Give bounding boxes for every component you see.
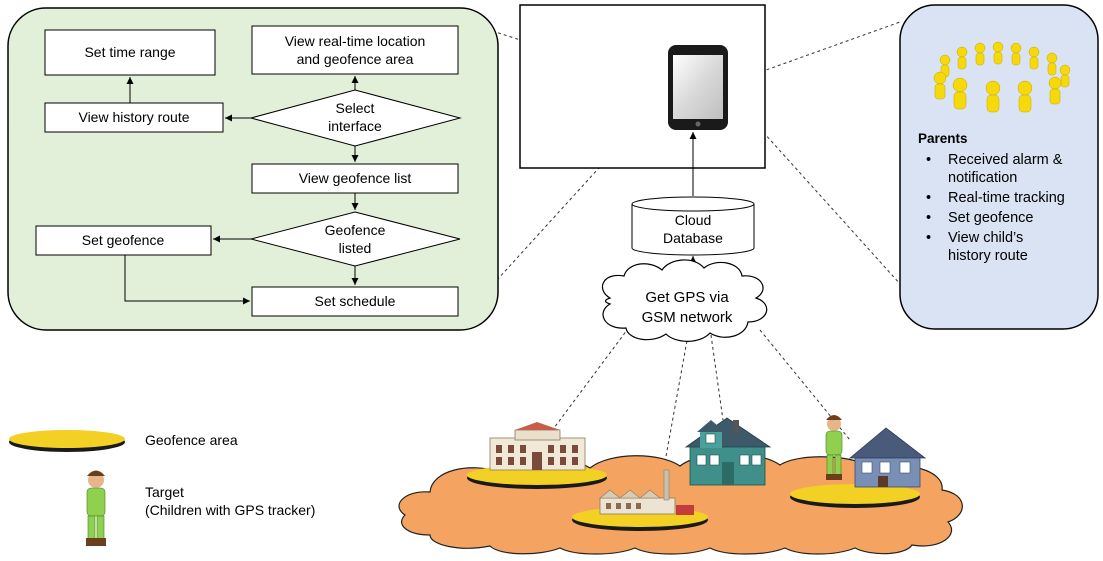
blue-house-icon bbox=[848, 427, 927, 488]
bullet-dot: • bbox=[926, 190, 932, 206]
arrow-geofence-to-schedule bbox=[124, 255, 250, 305]
select-interface-label-1: Select bbox=[336, 100, 375, 116]
set-time-range-box bbox=[44, 29, 216, 76]
view-geofence-list-label: View geofence list bbox=[299, 170, 412, 186]
set-geofence-box bbox=[35, 225, 212, 256]
parents-bullet-text: View child’s bbox=[948, 230, 1024, 246]
parents-bullet-text: Received alarm & bbox=[948, 152, 1063, 168]
gps-cloud-label-2: GSM network bbox=[642, 309, 733, 326]
parents-bullet-text: Real-time tracking bbox=[948, 190, 1065, 206]
parents-bullet-text: notification bbox=[948, 170, 1018, 186]
teal-house-icon bbox=[684, 417, 772, 486]
cloud-database: Cloud Database bbox=[631, 196, 755, 256]
set-schedule-label: Set schedule bbox=[315, 293, 396, 309]
gps-cloud: Get GPS via GSM network bbox=[601, 259, 768, 342]
legend-geofence-disk-icon bbox=[9, 430, 125, 448]
geofence-disk bbox=[790, 484, 920, 504]
set-schedule-box bbox=[251, 286, 459, 317]
database-cylinder-top bbox=[631, 196, 755, 212]
bullet-dot: • bbox=[926, 152, 932, 168]
view-realtime-label-1: View real-time location bbox=[285, 33, 426, 49]
parents-title: Parents bbox=[918, 131, 968, 146]
child-on-map-icon bbox=[825, 415, 843, 480]
parents-panel-bg bbox=[899, 4, 1099, 330]
flowchart-panel: Set time range View real-time location a… bbox=[7, 7, 499, 331]
phone-display-box bbox=[519, 4, 766, 169]
set-geofence-label: Set geofence bbox=[82, 232, 165, 248]
smartphone-icon bbox=[668, 45, 728, 130]
factory-geofence bbox=[572, 469, 708, 531]
flowchart-arrows bbox=[124, 76, 359, 305]
bullet-dot: • bbox=[926, 210, 932, 226]
legend-target-label-2: (Children with GPS tracker) bbox=[145, 502, 315, 518]
parents-panel: Parents bbox=[899, 4, 1099, 330]
parents-bullet-text: history route bbox=[948, 248, 1028, 264]
school-building-icon bbox=[489, 422, 586, 471]
legend-child-icon bbox=[86, 470, 106, 546]
people-group-icon bbox=[933, 41, 1071, 113]
set-time-range-label: Set time range bbox=[84, 44, 175, 60]
blue-house-geofence bbox=[790, 415, 927, 508]
factory-building-icon bbox=[599, 469, 694, 515]
house-geofence bbox=[684, 417, 772, 486]
view-realtime-label-2: and geofence area bbox=[297, 51, 414, 67]
gps-cloud-shape bbox=[601, 259, 768, 342]
gps-cloud-label-1: Get GPS via bbox=[645, 289, 729, 306]
parents-bullet-text: Set geofence bbox=[948, 210, 1034, 226]
connector-house bbox=[710, 334, 724, 421]
view-realtime-box bbox=[251, 25, 459, 75]
database-label-2: Database bbox=[663, 230, 723, 246]
bullet-dot: • bbox=[926, 230, 932, 246]
database-cylinder-body bbox=[631, 204, 755, 256]
school-geofence bbox=[467, 422, 607, 489]
view-history-route-label: View history route bbox=[78, 109, 189, 125]
database-label-1: Cloud bbox=[675, 212, 712, 228]
geofence-zones bbox=[467, 415, 927, 531]
phone-home-button bbox=[695, 121, 701, 127]
select-interface-label-2: interface bbox=[328, 118, 382, 134]
legend-target-label-1: Target bbox=[145, 484, 184, 500]
phone-screen bbox=[673, 55, 723, 119]
connector-school bbox=[550, 317, 637, 433]
legend: Geofence area Target (Children with GPS … bbox=[9, 430, 315, 546]
view-history-route-box bbox=[44, 102, 224, 133]
geofence-listed-label-1: Geofence bbox=[325, 222, 386, 238]
legend-geofence-label: Geofence area bbox=[145, 432, 238, 448]
geofence-listed-label-2: listed bbox=[339, 240, 372, 256]
